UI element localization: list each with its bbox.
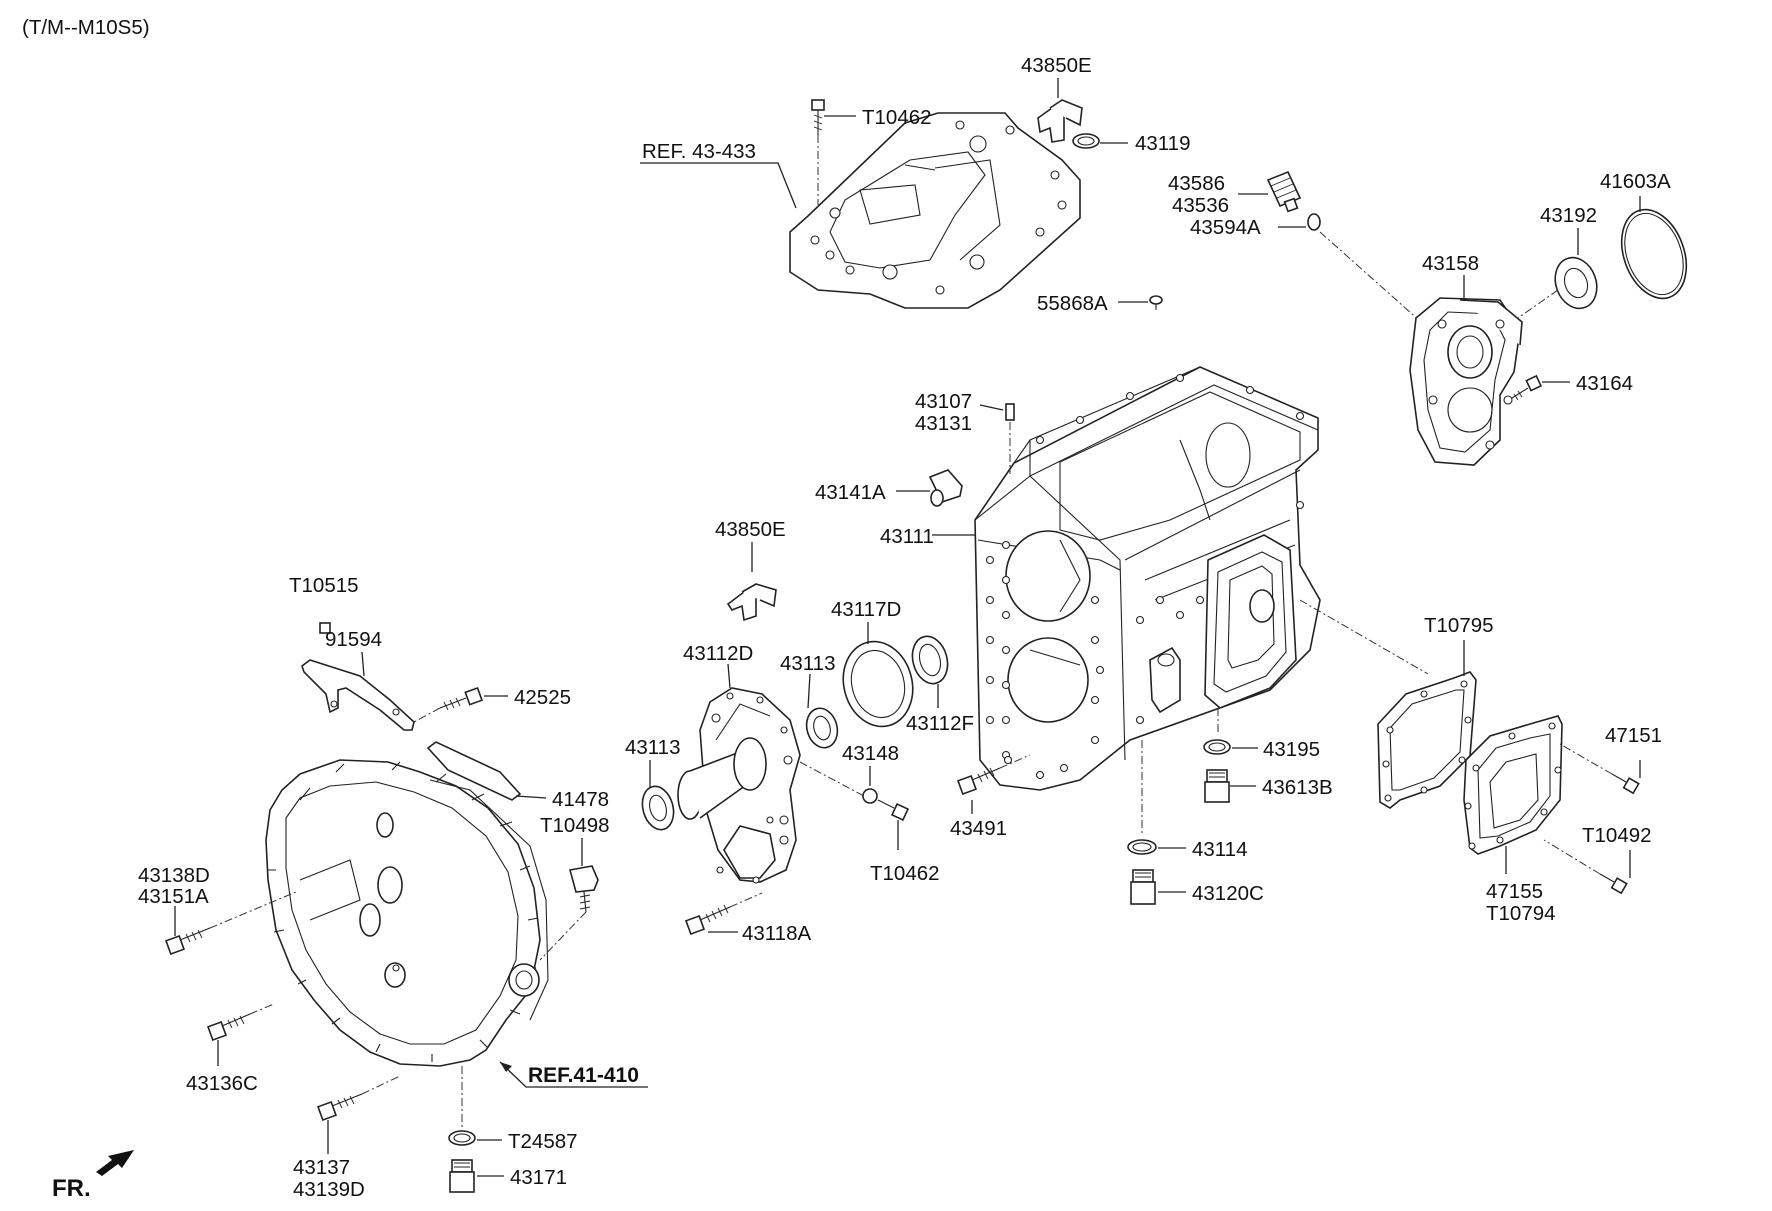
part-label-43112D: 43112D [683, 642, 753, 665]
part-label-43107: 43107 [915, 390, 972, 413]
part-label-47155: 47155 [1486, 880, 1543, 903]
part-label-47151: 47151 [1605, 724, 1662, 747]
part-label-43136C: 43136C [186, 1072, 258, 1095]
part-label-43118A: 43118A [742, 922, 811, 945]
bracket-43850E-top-drawing [1037, 99, 1083, 143]
part-label-43113-b: 43113 [625, 736, 680, 759]
part-label-T10515: T10515 [289, 574, 359, 597]
plug-T10498-drawing [568, 865, 599, 913]
part-label-43164: 43164 [1576, 372, 1633, 395]
bolt-43137-drawing [317, 1093, 363, 1121]
part-label-43613B: 43613B [1262, 776, 1333, 799]
gasket-41478-drawing [426, 741, 522, 801]
plug-43491-drawing [957, 767, 1001, 795]
part-label-43120C: 43120C [1192, 882, 1264, 905]
bolt-T10492-drawing [1599, 873, 1628, 895]
part-label-43195: 43195 [1263, 738, 1320, 761]
washer-43195-drawing [1203, 739, 1231, 755]
part-label-43114: 43114 [1192, 838, 1247, 861]
dowel-pin-43107-drawing [1005, 403, 1015, 421]
part-label-43119: 43119 [1135, 132, 1190, 155]
bolt-T10462-mid-drawing [877, 799, 910, 822]
part-label-T10462-top: T10462 [862, 106, 932, 129]
bolt-43118A-drawing [685, 904, 731, 935]
washer-T24587-drawing [448, 1130, 476, 1146]
part-label-43131: 43131 [915, 412, 972, 435]
part-label-43536: 43536 [1172, 194, 1229, 217]
part-label-T10462-mid: T10462 [870, 862, 940, 885]
bolt-T10462-top-drawing [811, 99, 825, 135]
plug-43613B-drawing [1204, 769, 1230, 803]
part-label-T10492: T10492 [1582, 824, 1652, 847]
part-label-T10795: T10795 [1424, 614, 1494, 637]
part-label-41603A: 41603A [1600, 170, 1671, 193]
part-label-43192: 43192 [1540, 204, 1597, 227]
part-label-43117D: 43117D [831, 598, 901, 621]
bracket-43850E-mid-drawing [726, 583, 777, 622]
plug-55868A-drawing [1149, 295, 1163, 310]
part-label-43137: 43137 [293, 1156, 350, 1179]
oring-43119-drawing [1072, 133, 1100, 149]
bolt-43136C-drawing [207, 1013, 251, 1041]
part-label-43594A: 43594A [1190, 216, 1261, 239]
breather-43141A-drawing [928, 469, 963, 507]
clutch-housing-drawing [265, 759, 549, 1067]
bolt-47151-drawing [1611, 773, 1640, 795]
bolt-43164-drawing [1511, 374, 1543, 401]
gasket-ring-41603A-drawing [1620, 208, 1688, 300]
nut-43148-drawing [862, 788, 878, 804]
plug-43120C-drawing [1130, 869, 1156, 905]
part-label-43148: 43148 [842, 742, 899, 765]
part-label-43141A: 43141A [815, 481, 886, 504]
bolt-43138D-drawing [165, 927, 211, 955]
small-cap-T10515-drawing [319, 622, 331, 634]
part-label-43171: 43171 [510, 1166, 567, 1189]
bolt-42525-drawing [439, 686, 483, 711]
oil-seal-43192-drawing [1554, 256, 1598, 310]
bracket-91594-drawing [301, 659, 415, 731]
part-label-43151A: 43151A [138, 885, 209, 908]
front-direction-label: FR. [52, 1175, 91, 1202]
rear-bearing-retainer-43158-drawing [1409, 297, 1523, 466]
pto-cover-47155-drawing [1463, 715, 1563, 855]
part-label-43850E-top: 43850E [1021, 54, 1092, 77]
part-label-43138D: 43138D [138, 864, 210, 887]
part-label-42525: 42525 [514, 686, 571, 709]
top-shift-cover-drawing [789, 112, 1081, 309]
seal-43113-a-drawing [805, 707, 839, 749]
part-label-T10498: T10498 [540, 814, 610, 837]
washer-43114-drawing [1127, 839, 1157, 855]
speed-sensor-43586-drawing [1266, 170, 1321, 231]
part-label-43850E-mid: 43850E [715, 518, 786, 541]
seal-43112F-drawing [911, 635, 949, 685]
part-label-43112F: 43112F [906, 712, 974, 735]
part-label-41478: 41478 [552, 788, 609, 811]
model-code-label: (T/M--M10S5) [22, 16, 150, 39]
part-label-43113-a: 43113 [780, 652, 835, 675]
part-label-43111: 43111 [880, 525, 934, 548]
part-label-T24587: T24587 [508, 1130, 578, 1153]
part-label-91594: 91594 [325, 628, 382, 651]
part-label-43586: 43586 [1168, 172, 1225, 195]
front-direction-arrow-icon [96, 1150, 134, 1176]
part-label-43139D: 43139D [293, 1178, 365, 1201]
transmission-case-43111-drawing [974, 366, 1321, 791]
ref-41-410-label: REF.41-410 [528, 1064, 639, 1087]
seal-43117D-drawing [842, 640, 914, 728]
part-label-55868A: 55868A [1037, 292, 1108, 315]
ref-43-433-label: REF. 43-433 [642, 140, 756, 163]
retainer-43112D-drawing [677, 687, 801, 884]
gasket-T10795-drawing [1377, 671, 1477, 809]
plug-43171-drawing [449, 1159, 475, 1193]
seal-43113-b-drawing [641, 785, 675, 831]
part-label-43491: 43491 [950, 817, 1007, 840]
part-label-T10794: T10794 [1486, 902, 1556, 925]
part-label-43158: 43158 [1422, 252, 1479, 275]
